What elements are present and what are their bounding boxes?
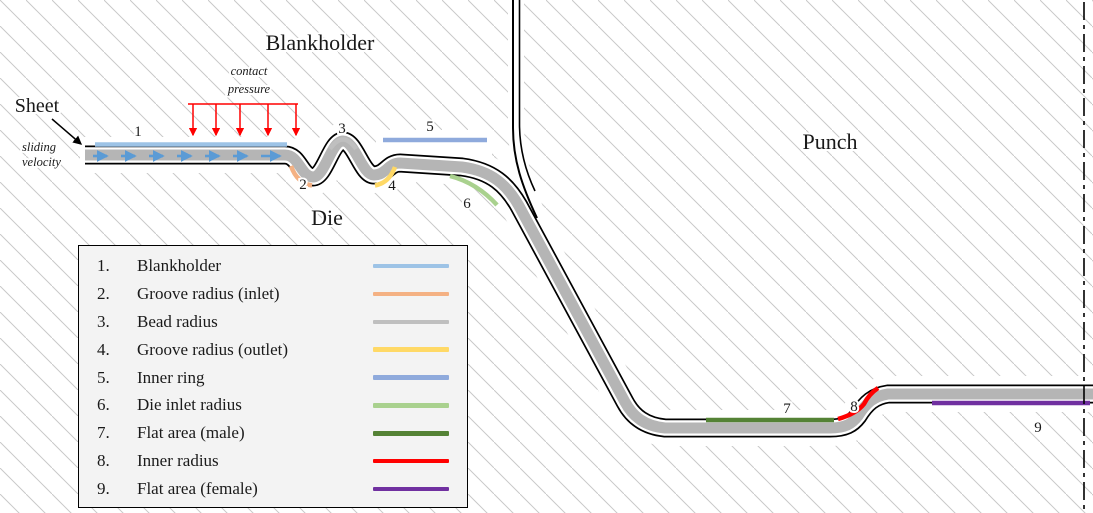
sheet-pointer-arrow — [51, 118, 83, 145]
legend-item-label: Flat area (male) — [137, 423, 245, 443]
punch-label: Punch — [803, 129, 858, 154]
legend-item-number: 1. — [97, 256, 110, 275]
legend-item: 4. Groove radius (outlet) — [97, 337, 455, 363]
legend-item-number: 5. — [97, 367, 110, 387]
punch-outline-inner — [518, 0, 536, 192]
legend-item-label: Die inlet radius — [137, 395, 242, 415]
segment-die-inlet-radius — [449, 173, 499, 207]
legend-item-number: 9. — [97, 479, 110, 498]
legend-item-swatch — [373, 263, 449, 269]
segment-inner-radius — [837, 386, 880, 422]
marker-8: 8 — [850, 399, 858, 415]
legend-item: 9. Flat area (female) — [97, 476, 455, 502]
legend: 1. Blankholder 2. Groove radius (inlet) … — [78, 245, 468, 508]
legend-item-swatch — [373, 347, 449, 352]
marker-1: 1 — [134, 124, 142, 140]
legend-item-label: Inner radius — [137, 451, 219, 471]
inner-ring-clearance — [376, 130, 492, 156]
legend-item-label: Groove radius (inlet) — [137, 283, 280, 303]
legend-item-swatch — [373, 375, 449, 380]
legend-item-swatch — [373, 431, 449, 436]
legend-item-number: 2. — [97, 283, 110, 303]
legend-item-number: 4. — [97, 339, 110, 359]
segment-groove-radius-outlet — [374, 166, 398, 188]
punch-edge-clearance — [508, 0, 548, 224]
contact-pressure-arrows — [188, 103, 301, 137]
marker-5: 5 — [426, 119, 434, 135]
marker-9: 9 — [1034, 420, 1042, 436]
legend-item-swatch — [373, 486, 449, 492]
sheet-label: Sheet — [15, 95, 60, 117]
legend-item-number: 7. — [97, 423, 110, 443]
legend-item: 1. Blankholder — [97, 253, 455, 279]
legend-item-label: Blankholder — [137, 256, 222, 275]
legend-item: 7. Flat area (male) — [97, 420, 455, 446]
legend-item: 6. Die inlet radius — [97, 392, 455, 418]
sliding-velocity-label-line2: velocity — [22, 155, 61, 169]
blankholder-label: Blankholder — [266, 30, 375, 55]
legend-item: 3. Bead radius — [97, 309, 455, 335]
legend-item-label: Groove radius (outlet) — [137, 339, 289, 359]
legend-item-label: Flat area (female) — [137, 479, 258, 498]
sliding-velocity-label-line1: sliding — [22, 140, 56, 154]
legend-item: 5. Inner ring — [97, 365, 455, 391]
legend-item-label: Bead radius — [137, 311, 218, 331]
marker-2: 2 — [299, 177, 307, 193]
legend-item-swatch — [373, 403, 449, 408]
marker-3: 3 — [338, 121, 346, 137]
legend-item: 2. Groove radius (inlet) — [97, 281, 455, 307]
marker-6: 6 — [463, 196, 471, 212]
legend-item-swatch — [373, 291, 449, 297]
punch-outline — [512, 0, 538, 219]
segment-bead-radius — [328, 137, 358, 151]
contact-pressure-label-line2: pressure — [227, 82, 271, 96]
legend-item-number: 3. — [97, 311, 110, 331]
legend-item-swatch — [373, 319, 449, 324]
contact-pressure-label-line1: contact — [231, 64, 268, 78]
legend-item-number: 6. — [97, 395, 110, 415]
legend-item: 8. Inner radius — [97, 448, 455, 474]
die-label: Die — [311, 205, 343, 230]
sheet-path — [85, 135, 1093, 434]
legend-item-number: 8. — [97, 451, 110, 471]
legend-item-label: Inner ring — [137, 367, 205, 387]
segment-groove-radius-inlet — [288, 165, 313, 188]
marker-7: 7 — [783, 401, 791, 417]
marker-4: 4 — [388, 178, 396, 194]
legend-item-swatch — [373, 458, 449, 464]
